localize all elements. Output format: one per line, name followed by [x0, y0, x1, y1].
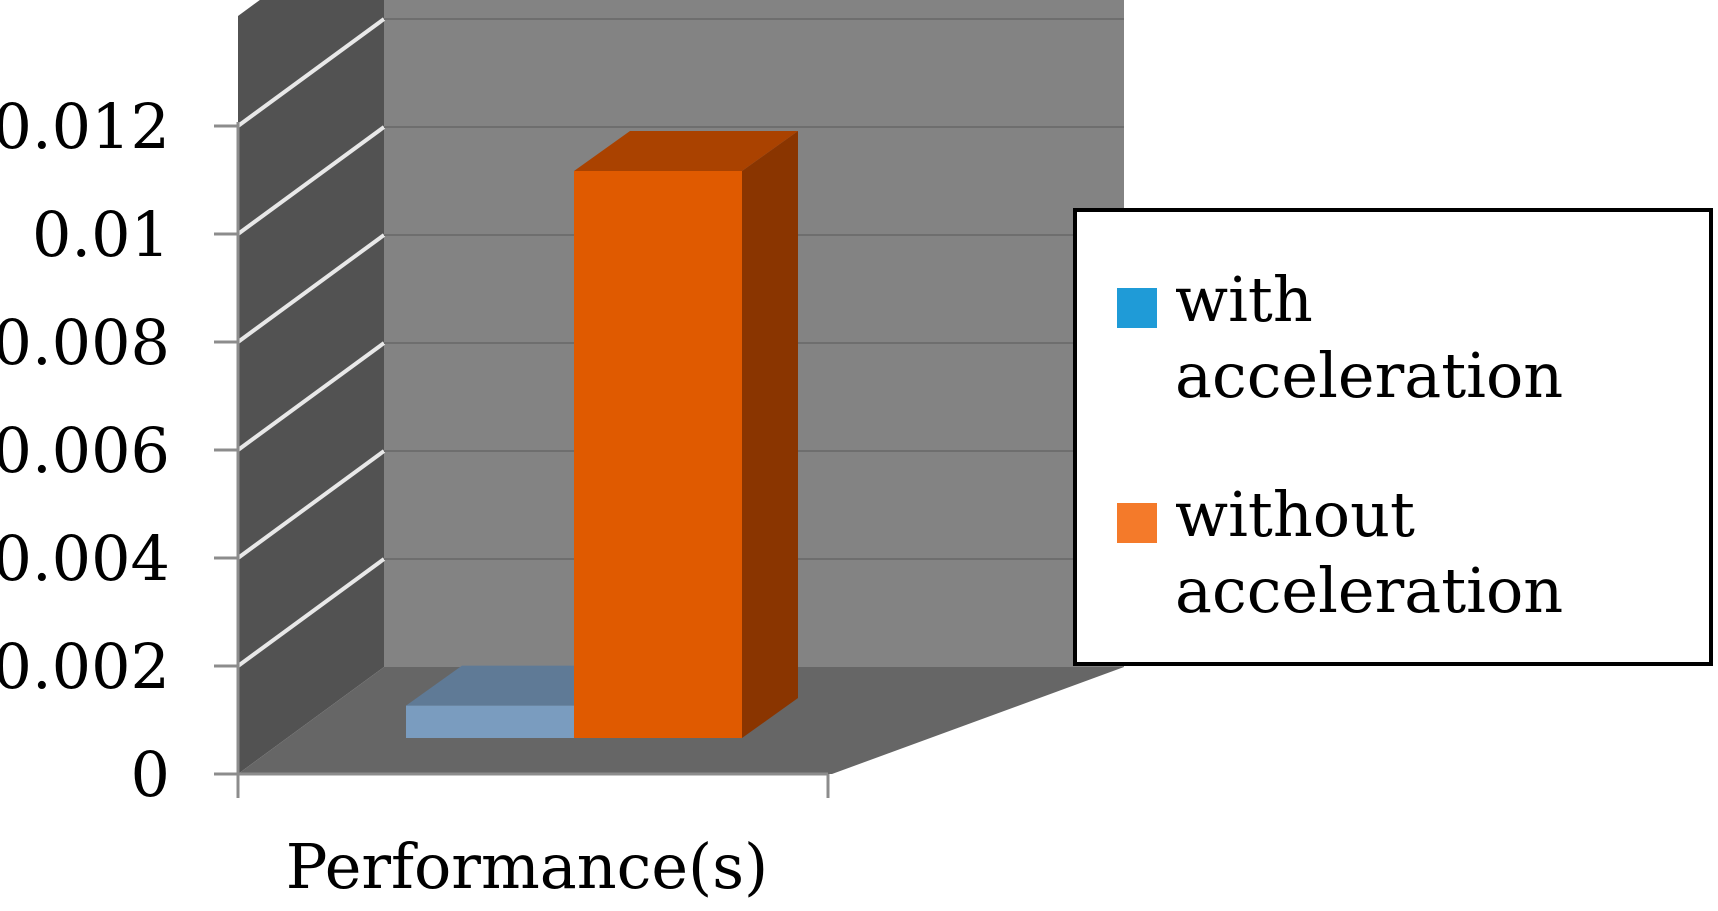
bar-top: [574, 131, 798, 171]
legend-label-with-acceleration: with acceleration: [1175, 263, 1564, 412]
y-tick-label: 0.004: [0, 522, 170, 595]
bar-front: [406, 705, 574, 738]
y-tick-label: 0: [131, 738, 170, 811]
bar-without-acceleration: [574, 131, 798, 738]
gridline-side: [236, 17, 386, 128]
legend-swatch-with-acceleration: [1117, 288, 1157, 328]
x-axis-categories: Performance(s): [286, 830, 768, 903]
legend-label-without-acceleration: without acceleration: [1175, 478, 1564, 627]
bar-front: [574, 171, 742, 738]
y-tick-label: 0.002: [0, 630, 170, 703]
y-axis-ticks: 0 0.002 0.004 0.006 0.008 0.01 0.012: [0, 90, 238, 811]
gridline-side: [236, 125, 386, 236]
gridline-side: [236, 341, 386, 452]
y-tick-label: 0.01: [32, 198, 170, 271]
bar-side: [742, 131, 798, 738]
y-tick-label: 0.006: [0, 414, 170, 487]
bars: [406, 131, 798, 738]
legend-swatch-without-acceleration: [1117, 503, 1157, 543]
gridline-side: [236, 557, 386, 668]
gridline-side: [236, 449, 386, 560]
y-tick-label: 0.012: [0, 90, 170, 163]
x-category-label: Performance(s): [286, 830, 768, 903]
legend-item-without-acceleration: without acceleration: [1117, 477, 1677, 629]
legend: with acceleration without acceleration: [1073, 208, 1713, 666]
legend-item-with-acceleration: with acceleration: [1117, 262, 1709, 414]
y-tick-label: 0.008: [0, 306, 170, 379]
side-wall: [238, 0, 384, 774]
gridline-side: [236, 233, 386, 344]
